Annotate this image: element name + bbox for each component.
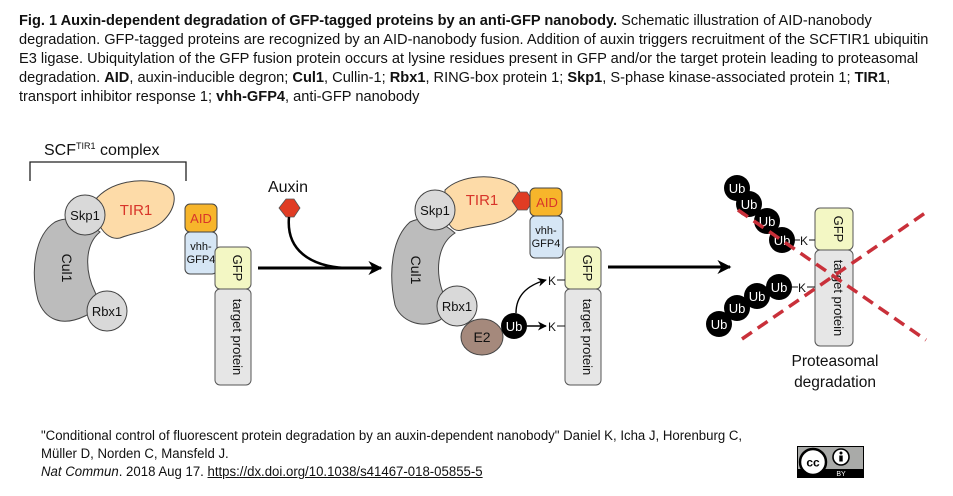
scf-superscript: TIR1 — [76, 141, 96, 151]
ub-circle — [724, 295, 750, 321]
cc-by-license-badge[interactable]: cc BY — [797, 446, 864, 478]
abbr-def: , Cullin-1; — [324, 70, 390, 86]
lysine-gfp: K — [548, 274, 556, 288]
ub-label: Ub — [711, 317, 728, 332]
vhh-label-2a: vhh- — [535, 225, 557, 237]
skp1-label: Skp1 — [70, 208, 100, 223]
ub-chain-upper: Ub Ub Ub Ub — [724, 175, 795, 253]
rbx1-circle — [86, 290, 128, 332]
tir1-shape — [94, 180, 175, 239]
citation-line-2: Müller D, Norden C, Mansfeld J. — [41, 446, 229, 462]
rbx1-label-2: Rbx1 — [442, 299, 472, 314]
abbr-def: , auxin-inducible degron; — [129, 70, 293, 86]
vhh-label-2b: GFP4 — [532, 238, 561, 250]
target-protein-box-3 — [814, 249, 854, 347]
gfp-label-3: GFP — [831, 216, 846, 243]
lysine-3a: K — [800, 234, 808, 248]
scf-complex-label: SCFTIR1 complex — [44, 141, 160, 159]
attribution-icon-head — [839, 451, 843, 455]
ub-circle — [744, 283, 770, 309]
caption-title: Fig. 1 Auxin-dependent degradation of GF… — [19, 13, 618, 29]
abbr-term: Rbx1 — [389, 70, 426, 86]
ub-circle — [766, 274, 792, 300]
abbr-term: vhh-GFP4 — [216, 89, 286, 105]
doi-link[interactable]: https://dx.doi.org/10.1038/s41467-018-05… — [207, 464, 483, 480]
abbr-term: Skp1 — [567, 70, 603, 86]
ub-transfer-arrow-gfp — [515, 277, 547, 314]
complex-text: complex — [96, 142, 160, 159]
cc-text: cc — [806, 456, 820, 470]
e2-ellipse — [460, 318, 504, 356]
cul1-label: Cul1 — [59, 254, 75, 283]
ub-chain-lower: Ub Ub Ub Ub — [706, 274, 792, 337]
attribution-icon-body — [839, 455, 843, 462]
abbr-def: , S-phase kinase-associated protein 1; — [602, 70, 855, 86]
target-protein-label: target protein — [230, 299, 245, 376]
vhh-label-2: GFP4 — [187, 254, 216, 266]
citation: "Conditional control of fluorescent prot… — [41, 427, 841, 481]
gfp-label-2: GFP — [580, 255, 595, 282]
target-protein-box-2 — [564, 288, 602, 386]
complex-bracket — [29, 161, 187, 181]
ub-label: Ub — [729, 301, 746, 316]
journal-name: Nat Commun — [41, 464, 119, 480]
lysine-target: K — [548, 320, 556, 334]
proteasomal-label-1: Proteasomal — [791, 353, 878, 370]
skp1-circle — [64, 194, 106, 236]
ub-circle — [501, 313, 527, 339]
tir1-label-2: TIR1 — [466, 192, 499, 209]
gfp-label: GFP — [230, 255, 245, 282]
abbr-term: AID — [104, 70, 130, 86]
abbr-def: , anti-GFP nanobody — [285, 89, 420, 105]
tir1-shape-2 — [444, 176, 522, 231]
citation-line-3: Nat Commun. 2018 Aug 17. https://dx.doi.… — [41, 463, 841, 481]
abbr-def: , transport inhibitor response 1; — [19, 70, 891, 105]
vhh-box-2 — [529, 215, 564, 259]
skp1-circle-2 — [414, 189, 456, 231]
proteasomal-label-2: degradation — [794, 374, 876, 391]
ub-label: Ub — [506, 319, 523, 334]
abbr-term: Cul1 — [292, 70, 325, 86]
aid-label-2: AID — [536, 195, 558, 210]
e2-label: E2 — [473, 329, 490, 345]
ub-label: Ub — [729, 181, 746, 196]
vhh-box — [184, 231, 218, 275]
auxin-curve — [287, 216, 346, 270]
rbx1-circle-2 — [436, 285, 478, 327]
tir1-label: TIR1 — [120, 202, 153, 219]
degradation-cross-line-1 — [737, 208, 927, 342]
cc-icon — [798, 447, 828, 477]
abbr-term: TIR1 — [854, 70, 887, 86]
target-protein-label-2: target protein — [580, 299, 595, 376]
vhh-label-1: vhh- — [190, 241, 212, 253]
ub-circle — [706, 311, 732, 337]
target-protein-box — [214, 288, 252, 386]
ub-label: Ub — [771, 280, 788, 295]
cul1-label-2: Cul1 — [408, 256, 424, 285]
svg-text:SCFTIR1 complex: SCFTIR1 complex — [44, 141, 160, 159]
scf-text: SCF — [44, 142, 76, 159]
auxin-label: Auxin — [268, 179, 308, 196]
auxin-hexagon — [278, 198, 301, 218]
ub-label: Ub — [741, 197, 758, 212]
caption-body: Schematic illustration of AID-nanobody d… — [19, 13, 929, 86]
ub-label: Ub — [749, 289, 766, 304]
publication-date: . 2018 Aug 17. — [118, 464, 208, 480]
aid-label: AID — [190, 211, 212, 226]
ub-circle — [736, 191, 762, 217]
citation-line-1: "Conditional control of fluorescent prot… — [41, 428, 743, 444]
figure-caption: Fig. 1 Auxin-dependent degradation of GF… — [19, 12, 944, 107]
skp1-label-2: Skp1 — [420, 203, 450, 218]
lysine-3b: K — [798, 281, 806, 295]
by-text: BY — [836, 471, 846, 478]
abbr-def: , RING-box protein 1; — [425, 70, 568, 86]
rbx1-label: Rbx1 — [92, 304, 122, 319]
